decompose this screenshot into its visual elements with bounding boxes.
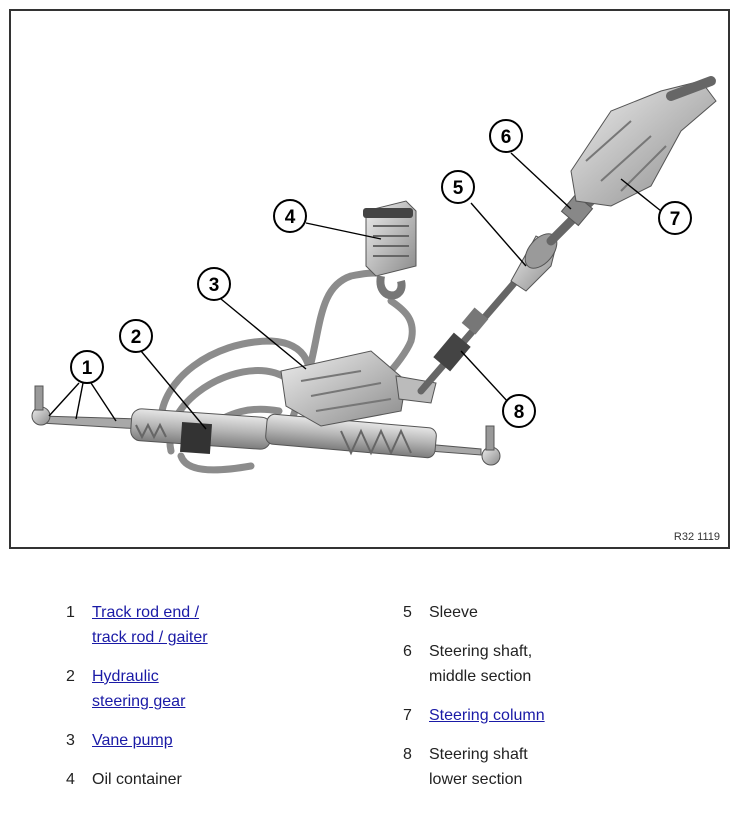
figure-reference-id: R32 1119	[673, 531, 720, 543]
legend-label-line: Track rod end /	[92, 604, 200, 621]
legend-label-line: Steering column	[429, 707, 545, 724]
svg-text:8: 8	[514, 402, 525, 423]
legend-label-line: Steering shaft,	[429, 643, 533, 660]
legend-label-line: Hydraulic	[92, 668, 159, 685]
legend-left-column: 1 Track rod end / track rod / gaiter 2 Hydra…	[66, 600, 208, 806]
svg-text:2: 2	[131, 327, 142, 348]
diagram-figure: 1 2 3 4 5 6 7 8 R32 1119	[9, 9, 730, 549]
callout-5: 5	[441, 170, 475, 204]
legend-label-line: Sleeve	[429, 604, 478, 621]
legend-item-2: 2 Hydraulic steering gear	[66, 664, 208, 714]
legend-number: 8	[403, 746, 412, 763]
track-rod-end-left	[31, 385, 51, 426]
legend-number: 7	[403, 707, 412, 724]
legend-number: 5	[403, 604, 412, 621]
legend-item-3: 3 Vane pump	[66, 728, 208, 753]
legend-label-line: steering gear	[92, 693, 186, 710]
callout-8: 8	[502, 394, 536, 428]
legend-label-line: middle section	[429, 668, 532, 685]
svg-text:7: 7	[670, 209, 681, 230]
leader-lines	[48, 152, 662, 430]
legend-item-5: 5 Sleeve	[403, 600, 545, 625]
callout-7: 7	[658, 201, 692, 235]
callout-3: 3	[197, 267, 231, 301]
legend-item-7: 7 Steering column	[403, 703, 545, 728]
legend-link[interactable]: Steering column	[429, 703, 545, 728]
legend-label-line: Vane pump	[92, 732, 173, 749]
oil-container	[363, 200, 417, 300]
legend-link[interactable]: Track rod end / track rod / gaiter	[92, 600, 208, 650]
steering-system-illustration: 1 2 3 4 5 6 7 8	[31, 76, 717, 474]
legend-item-4: 4 Oil container	[66, 767, 208, 792]
steering-shaft-lower	[417, 277, 520, 395]
svg-text:3: 3	[209, 275, 220, 296]
legend-label-line: Steering shaft	[429, 746, 528, 763]
legend-label-line: lower section	[429, 771, 523, 788]
legend-link[interactable]: Vane pump	[92, 728, 173, 753]
callout-4: 4	[273, 199, 307, 233]
legend-label: Oil container	[92, 767, 182, 792]
callout-6: 6	[489, 119, 523, 153]
callout-markers: 1 2 3 4 5 6 7 8	[70, 119, 692, 428]
callout-1: 1	[70, 350, 104, 384]
legend-item-1: 1 Track rod end / track rod / gaiter	[66, 600, 208, 650]
legend-label: Steering shaft, middle section	[429, 639, 532, 689]
legend-number: 3	[66, 732, 75, 749]
legend-label: Sleeve	[429, 600, 478, 625]
callout-2: 2	[119, 319, 153, 353]
legend-number: 6	[403, 643, 412, 660]
legend-item-8: 8 Steering shaft lower section	[403, 742, 545, 792]
svg-text:5: 5	[453, 178, 464, 199]
hydraulic-steering-gear-body	[40, 408, 482, 459]
legend-label-line: track rod / gaiter	[92, 629, 208, 646]
steering-column	[570, 76, 717, 207]
legend-item-6: 6 Steering shaft, middle section	[403, 639, 545, 689]
legend-number: 2	[66, 668, 75, 685]
legend-label: Steering shaft lower section	[429, 742, 528, 792]
track-rod-end-right	[481, 425, 501, 466]
svg-text:6: 6	[501, 127, 512, 148]
legend-number: 1	[66, 604, 75, 621]
svg-text:1: 1	[82, 358, 93, 379]
legend-label-line: Oil container	[92, 771, 182, 788]
legend-link[interactable]: Hydraulic steering gear	[92, 664, 185, 714]
svg-text:4: 4	[285, 207, 296, 228]
legend-number: 4	[66, 771, 75, 788]
